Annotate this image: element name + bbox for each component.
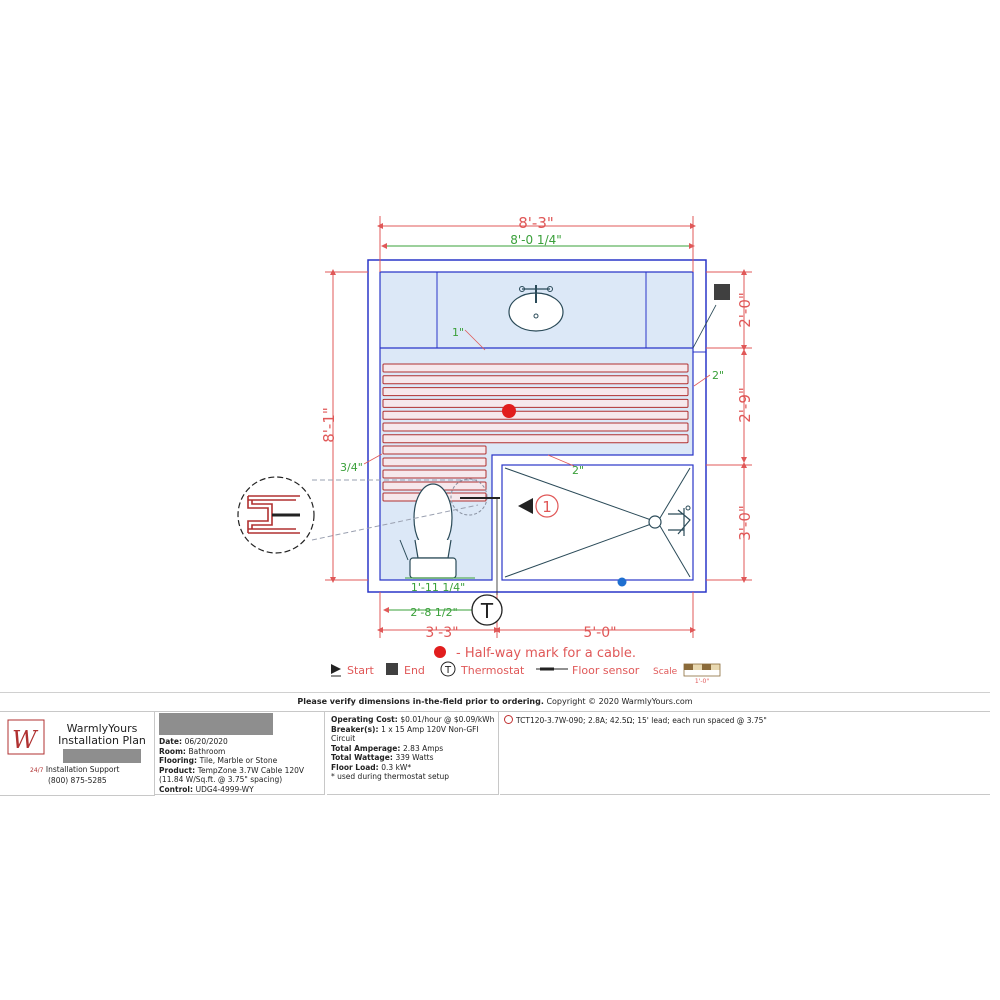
heating-cable-runs	[382, 363, 689, 502]
detail-row: Flooring: Tile, Marble or Stone	[159, 756, 324, 766]
detail-value: TempZone 3.7W Cable 120V (11.84 W/Sq.ft.…	[159, 765, 305, 785]
detail-row: Room: Bathroom	[159, 747, 324, 757]
legend-end: End	[404, 664, 425, 677]
cable-run	[382, 387, 689, 397]
dim-right-mid: 2'-9"	[736, 387, 754, 423]
spacing-middle: 2"	[572, 464, 584, 477]
dim-left: 8'-1"	[320, 407, 338, 443]
brand-subtitle: Installation Plan	[58, 734, 146, 747]
detail-label: Date:	[159, 737, 185, 746]
detail-row: Product: TempZone 3.7W Cable 120V (11.84…	[159, 766, 324, 785]
detail-value: Tile, Marble or Stone	[199, 756, 278, 765]
thermostat-symbol: T	[471, 594, 503, 626]
spacing-right: 2"	[712, 369, 724, 382]
electrical-value: 0.3 kW*	[381, 762, 412, 772]
cable-run	[382, 422, 689, 432]
legend-scale: Scale	[653, 667, 678, 677]
brand-panel: W WarmlyYours Installation Plan 24/7 Ins…	[0, 711, 155, 796]
svg-text:1: 1	[542, 498, 552, 516]
detail-row: Control: UDG4-4999-WY	[159, 785, 324, 795]
detail-zoom	[237, 476, 479, 554]
legend: Start End T Thermostat Floor sensor Scal…	[331, 661, 721, 685]
cable-spec-row: TCT120-3.7W-090; 2.8A; 42.5Ω; 15' lead; …	[504, 715, 990, 726]
cable-icon	[504, 715, 513, 724]
legend-start: Start	[347, 664, 375, 677]
cable-run	[382, 398, 689, 408]
dim-right-bottom: 3'-0"	[736, 505, 754, 541]
electrical-value: $0.01/hour @ $0.09/kWh	[400, 715, 495, 724]
electrical-label: Breaker(s):	[331, 724, 382, 734]
dim-bottom-left: 3'-3"	[425, 625, 458, 641]
legend-thermostat: Thermostat	[460, 664, 525, 677]
electrical-label: Floor Load:	[331, 762, 382, 772]
electrical-label: Operating Cost:	[331, 715, 401, 724]
electrical-value: 1 x 15 Amp 120V Non-GFI Circuit	[331, 724, 479, 744]
support-label: Installation Support	[45, 765, 120, 774]
cable-run	[382, 375, 689, 385]
halfway-legend-dot	[434, 646, 446, 658]
thermostat-box	[714, 284, 730, 300]
electrical-row: Total Wattage: 339 Watts	[331, 753, 498, 763]
dim-right-top: 2'-0"	[736, 292, 754, 328]
legend-floor-sensor: Floor sensor	[572, 664, 640, 677]
cable-run	[382, 410, 689, 420]
detail-label: Control:	[159, 784, 196, 794]
dim-top-inner: 8'-0 1/4"	[510, 233, 562, 247]
verify-notice: Please verify dimensions in-the-field pr…	[0, 692, 990, 712]
floor-plan-diagram: 8'-3" 8'-0 1/4" 8'-1" 2'-0" 2'-9" 3'-0" …	[237, 214, 754, 685]
toilet-fixture	[399, 478, 488, 579]
support-badge: 24/7	[30, 767, 44, 774]
electrical-row: Floor Load: 0.3 kW*	[331, 763, 498, 773]
electrical-value: 2.83 Amps	[403, 743, 444, 753]
detail-value: 06/20/2020	[184, 737, 228, 746]
electrical-row: Operating Cost: $0.01/hour @ $0.09/kWh	[331, 715, 498, 725]
legend-scale-value: 1'-0"	[695, 678, 709, 685]
support-phone: (800) 875-5285	[48, 776, 107, 785]
redacted-name	[159, 713, 273, 735]
electrical-note: * used during thermostat setup	[331, 772, 450, 781]
dim-toilet-outer: 2'-8 1/2"	[410, 606, 457, 619]
detail-label: Room:	[159, 746, 189, 756]
sensor-dot	[617, 577, 627, 587]
electrical-row: Total Amperage: 2.83 Amps	[331, 744, 498, 754]
dim-top-outer: 8'-3"	[518, 214, 554, 232]
cable-spec-panel: TCT120-3.7W-090; 2.8A; 42.5Ω; 15' lead; …	[500, 711, 990, 795]
shower-fixture	[504, 467, 691, 578]
info-panel: Please verify dimensions in-the-field pr…	[0, 692, 1000, 796]
cable-run	[382, 434, 689, 444]
electrical-label: Total Amperage:	[331, 743, 404, 753]
warmlyyours-logo: W	[7, 719, 45, 755]
detail-row: Date: 06/20/2020	[159, 737, 324, 747]
brand-title: WarmlyYours	[66, 722, 138, 735]
sink-fixture	[508, 285, 564, 332]
dim-bottom-right: 5'-0"	[583, 625, 616, 641]
room-outline	[367, 259, 707, 593]
cable-run	[382, 363, 689, 373]
detail-label: Product:	[159, 765, 198, 775]
spacing-left: 3/4"	[340, 461, 363, 474]
cable-run	[382, 445, 487, 455]
electrical-row: Breaker(s): 1 x 15 Amp 120V Non-GFI Circ…	[331, 725, 498, 744]
cable-run	[382, 469, 487, 479]
detail-label: Flooring:	[159, 756, 200, 765]
spacing-top: 1"	[452, 326, 464, 339]
cable-run	[382, 457, 487, 467]
svg-text:T: T	[480, 599, 494, 623]
detail-value: Bathroom	[188, 746, 226, 756]
electrical-label: Total Wattage:	[331, 753, 396, 762]
halfway-note: - Half-way mark for a cable.	[456, 646, 636, 661]
shower-area	[501, 464, 694, 581]
redacted-block	[63, 749, 141, 763]
halfway-mark-dot	[502, 404, 516, 418]
legend-thermostat-symbol: T	[444, 665, 452, 676]
detail-value: UDG4-4999-WY	[195, 784, 254, 794]
dim-toilet-inner: 1'-11 1/4"	[411, 581, 465, 594]
cable-start-marker: 1	[518, 494, 559, 518]
electrical-value: 339 Watts	[395, 753, 434, 762]
svg-text:W: W	[12, 726, 39, 754]
